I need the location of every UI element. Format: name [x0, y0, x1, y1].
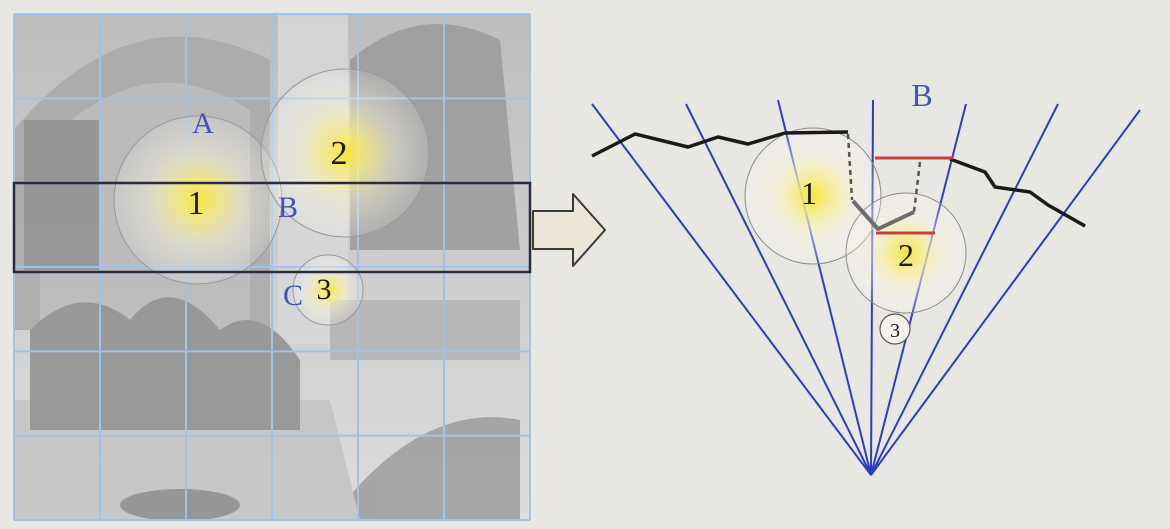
frustum-ray [870, 103, 1059, 476]
dashed-connector-left [846, 133, 854, 201]
tile-row-slice [12, 181, 532, 274]
right-light-3-sphere [879, 313, 911, 345]
surface-vee [851, 199, 915, 231]
left-panel: A B C 1 2 3 [12, 13, 532, 521]
plants [30, 297, 300, 430]
light-3-label: 3 [317, 273, 332, 306]
right-light-3-label: 3 [890, 320, 900, 342]
window-block [24, 120, 100, 270]
right-light-2-sphere [845, 192, 967, 314]
frustum-ray [591, 103, 872, 476]
depth-profile-right [949, 157, 1086, 228]
light-2-sphere [260, 68, 430, 238]
light-1-label: 1 [188, 185, 205, 222]
right-light-2-label: 2 [898, 237, 914, 273]
region-label-c: C [283, 279, 303, 312]
light-2-label: 2 [331, 135, 348, 172]
frustum-ray [870, 109, 1141, 476]
right-region-label-b: B [911, 77, 932, 113]
planter [120, 489, 240, 521]
balcony-railing [330, 300, 520, 360]
right-light-1-label: 1 [801, 175, 817, 211]
lower-arch [330, 417, 520, 520]
depth-profile-left [591, 130, 849, 158]
transition-arrow [532, 193, 606, 267]
region-label-a: A [192, 107, 214, 140]
right-panel: B 1 2 3 [591, 77, 1141, 476]
right-light-1-sphere [744, 127, 882, 265]
region-label-b: B [278, 191, 298, 224]
frustum-ray [685, 103, 872, 476]
